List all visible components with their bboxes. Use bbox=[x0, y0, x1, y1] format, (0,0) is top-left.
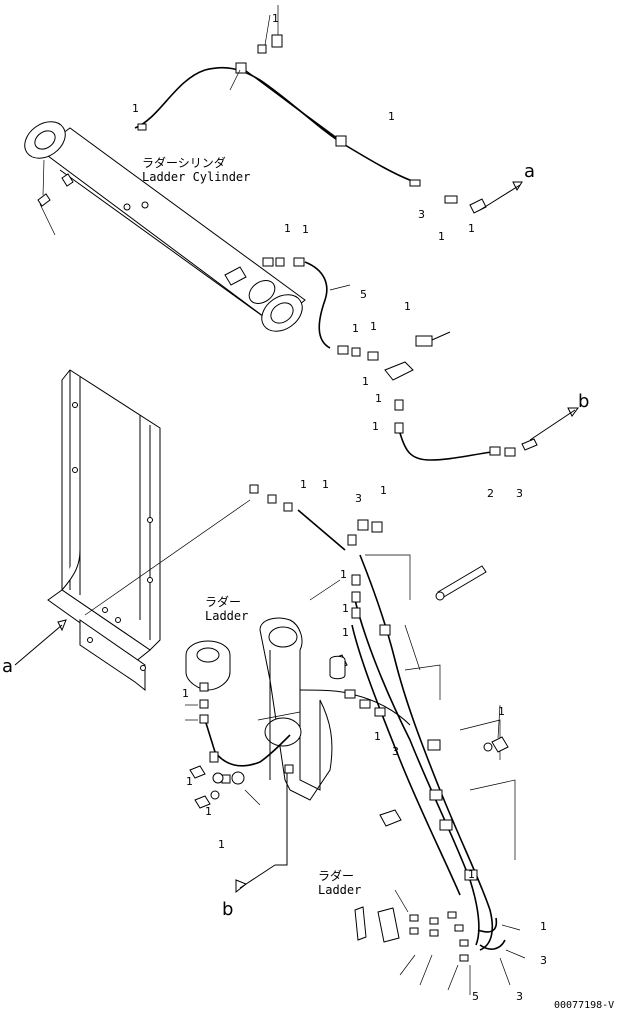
callout-b-top: b bbox=[578, 391, 589, 412]
part-number: 3 bbox=[418, 208, 425, 221]
lower-right-parts bbox=[354, 889, 526, 995]
drawing-code: 00077198-V bbox=[554, 1000, 614, 1011]
part-number: 1 bbox=[205, 805, 212, 818]
part-number: 2 bbox=[487, 487, 494, 500]
part-number: 5 bbox=[360, 288, 367, 301]
part-number: 1 bbox=[218, 838, 225, 851]
ladder-hose-bundle bbox=[249, 484, 516, 951]
part-number: 1 bbox=[375, 392, 382, 405]
upper-hose bbox=[134, 5, 523, 214]
ladder-frame bbox=[14, 369, 251, 692]
ladder-label-jp-2: ラダー bbox=[318, 868, 354, 883]
ladder-cylinder-label-jp: ラダーシリンダ bbox=[142, 155, 226, 170]
part-number: 1 bbox=[498, 705, 505, 718]
part-number: 1 bbox=[388, 110, 395, 123]
part-number: 1 bbox=[468, 222, 475, 235]
part-number: 1 bbox=[380, 484, 387, 497]
part-number: 1 bbox=[540, 920, 547, 933]
part-number: 1 bbox=[182, 687, 189, 700]
ladder-bracket bbox=[185, 617, 346, 894]
callout-a-top: a bbox=[524, 161, 535, 182]
part-number: 5 bbox=[472, 990, 479, 1003]
part-number: 1 bbox=[300, 478, 307, 491]
part-number: 1 bbox=[370, 320, 377, 333]
part-number: 3 bbox=[516, 990, 523, 1003]
part-number: 1 bbox=[374, 730, 381, 743]
part-number: 1 bbox=[362, 375, 369, 388]
part-number: 1 bbox=[342, 626, 349, 639]
part-number: 1 bbox=[132, 102, 139, 115]
ladder-label-en-1: Ladder bbox=[205, 609, 248, 623]
part-number: 1 bbox=[272, 12, 279, 25]
callout-b-bottom: b bbox=[222, 899, 233, 920]
part-number: 1 bbox=[302, 223, 309, 236]
ladder-cylinder-label-en: Ladder Cylinder bbox=[142, 170, 250, 184]
cylinder-fittings bbox=[262, 257, 451, 381]
lower-left-hose bbox=[185, 682, 301, 809]
middle-hose bbox=[394, 399, 579, 461]
part-number: 1 bbox=[372, 420, 379, 433]
part-number: 1 bbox=[352, 322, 359, 335]
ladder-label-en-2: Ladder bbox=[318, 883, 361, 897]
ladder-cylinder bbox=[24, 121, 306, 332]
part-number: 1 bbox=[322, 478, 329, 491]
callout-a-left: a bbox=[2, 656, 13, 677]
part-number: 1 bbox=[340, 568, 347, 581]
part-number: 3 bbox=[355, 492, 362, 505]
part-number: 1 bbox=[186, 775, 193, 788]
part-number: 1 bbox=[404, 300, 411, 313]
part-number: 3 bbox=[392, 745, 399, 758]
part-number: 1 bbox=[438, 230, 445, 243]
part-number: 1 bbox=[342, 602, 349, 615]
part-number: 3 bbox=[540, 954, 547, 967]
part-number: 3 bbox=[516, 487, 523, 500]
bolt-right bbox=[435, 565, 509, 753]
part-number: 1 bbox=[284, 222, 291, 235]
ladder-label-jp-1: ラダー bbox=[205, 594, 241, 609]
part-number: 1 bbox=[468, 868, 475, 881]
